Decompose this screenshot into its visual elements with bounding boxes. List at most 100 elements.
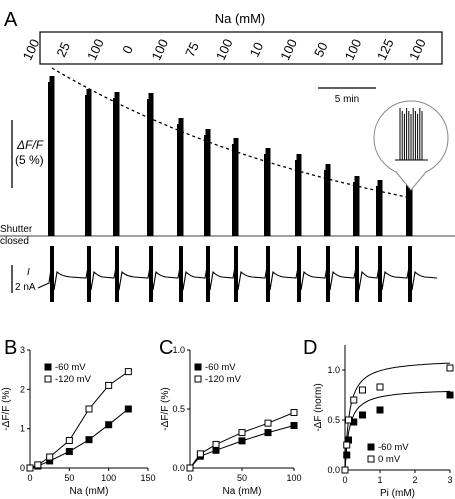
panel-a-letter: A: [4, 9, 18, 31]
data-point: [290, 422, 298, 430]
y-tick-label: 2: [20, 384, 25, 394]
fluorescence-peak: [86, 89, 92, 236]
fluorescence-peak: [49, 76, 55, 236]
fluorescence-peak-edge: [376, 186, 378, 236]
data-point: [345, 416, 352, 424]
y-tick-label: 3: [20, 345, 25, 355]
panel-b-letter: B: [4, 337, 17, 359]
concentration-label: 75: [182, 40, 202, 59]
fluorescence-peak-edge: [147, 99, 149, 236]
inset-spike-train: [395, 108, 428, 161]
concentration-label: 50: [311, 40, 331, 59]
y-axis-label: -ΔF (norm): [313, 383, 324, 431]
y-tick-label: 0.0: [172, 463, 185, 473]
data-point: [359, 411, 366, 419]
legend-marker: [194, 363, 202, 371]
y-tick-label: 1: [20, 424, 25, 434]
x-tick-label: 0: [342, 475, 347, 485]
data-point: [46, 453, 54, 461]
fluorescence-peak-edge: [353, 182, 355, 236]
fluorescence-peak-edge: [48, 82, 50, 236]
data-point: [212, 440, 220, 448]
x-tick-label: 0: [187, 473, 192, 483]
panel-d-letter: D: [303, 337, 317, 359]
panel-c-letter: C: [159, 337, 173, 359]
data-point: [34, 461, 42, 469]
fluorescence-peak: [148, 93, 154, 236]
fluor-scale-value: (5 %): [15, 153, 44, 167]
fluorescence-peak-edge: [295, 160, 297, 236]
y-axis-label: -ΔF/F (%): [1, 387, 12, 430]
fluorescence-peak-edge: [324, 170, 326, 236]
data-point: [124, 405, 132, 413]
current-artifact-bar: [50, 246, 54, 302]
x-tick-label: 1: [377, 475, 382, 485]
data-point: [350, 396, 358, 404]
data-point: [376, 383, 384, 391]
current-artifact-bar: [408, 246, 412, 302]
y-tick-label: 0: [20, 463, 25, 473]
fluorescence-peak: [325, 164, 331, 236]
legend-label: -60 mV: [55, 362, 86, 373]
current-artifact-bar: [179, 246, 183, 302]
current-artifact-bar: [297, 246, 301, 302]
data-point: [238, 429, 246, 437]
data-point: [85, 436, 93, 444]
legend-marker: [194, 375, 202, 383]
x-tick-label: 50: [237, 473, 247, 483]
fluorescence-peak: [407, 173, 413, 236]
y-tick-label: 0.5: [327, 415, 340, 425]
concentration-label: 25: [53, 40, 73, 59]
concentration-label: 100: [148, 37, 171, 63]
time-scale-label: 5 min: [335, 94, 359, 105]
fluorescence-peak-edge: [406, 179, 408, 236]
y-axis-label: -ΔF/F (%): [160, 387, 171, 430]
data-point: [446, 391, 454, 399]
data-point: [446, 364, 454, 372]
legend-marker: [44, 375, 52, 383]
data-point: [264, 419, 272, 427]
y-tick-label: 0.5: [172, 404, 185, 414]
fluorescence-peak-edge: [85, 95, 87, 236]
x-tick-label: 3: [447, 475, 452, 485]
series-line: [29, 371, 129, 469]
x-tick-label: 0: [27, 473, 32, 483]
fluor-scale-symbol: ΔF/F: [16, 138, 44, 152]
fluorescence-peak: [114, 92, 120, 236]
decay-fit-curve: [51, 67, 413, 199]
data-point: [65, 436, 73, 444]
legend-marker: [367, 443, 375, 451]
fluorescence-peak: [233, 138, 239, 236]
legend-marker: [44, 363, 52, 371]
legend-label: -120 mV: [205, 374, 242, 385]
na-header: Na (mM): [215, 11, 266, 26]
fluorescence-peak: [377, 180, 383, 236]
fluorescence-peak-edge: [264, 154, 266, 236]
concentration-label: 125: [374, 37, 397, 63]
fluorescence-peak: [354, 176, 360, 236]
data-point: [290, 409, 298, 417]
data-point: [343, 441, 351, 449]
x-tick-label: 100: [286, 473, 301, 483]
fluorescence-peak: [205, 129, 211, 236]
current-artifact-bar: [266, 246, 270, 302]
data-point: [264, 429, 272, 437]
data-point: [341, 466, 349, 474]
y-tick-label: 0.0: [327, 465, 340, 475]
y-tick-label: 1.0: [327, 365, 340, 375]
data-point: [105, 421, 113, 429]
data-point: [238, 437, 246, 445]
current-artifact-bar: [355, 246, 359, 302]
concentration-label: 10: [247, 40, 267, 59]
concentration-label: 100: [406, 37, 429, 63]
data-point: [359, 386, 366, 394]
current-artifact-bar: [234, 246, 238, 302]
fluorescence-peak-edge: [232, 144, 234, 236]
x-tick-label: 2: [412, 475, 417, 485]
current-symbol: I: [27, 267, 30, 278]
x-tick-label: 50: [64, 473, 74, 483]
